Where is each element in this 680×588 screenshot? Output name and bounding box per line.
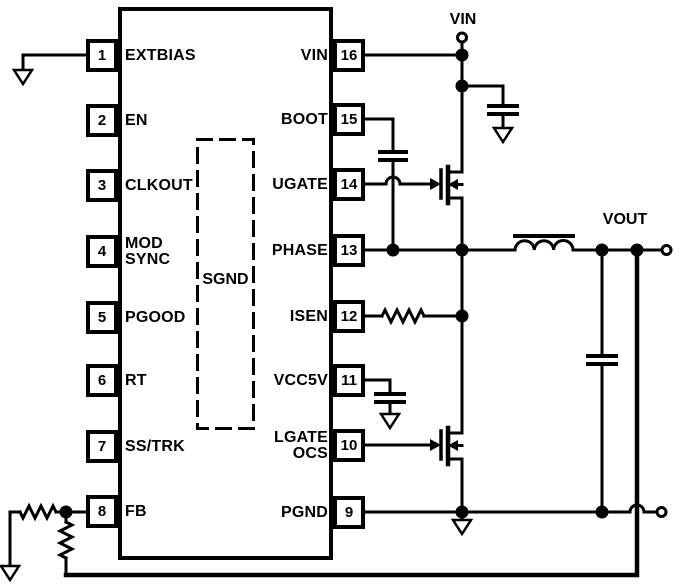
pin-box-12: 12 [333, 300, 365, 333]
ground-icon [491, 126, 515, 145]
isen-resistor-net [363, 306, 464, 326]
pin-box-2: 2 [86, 104, 118, 137]
vout-terminal-circle [660, 244, 673, 256]
pin-label-phase: PHASE [271, 241, 328, 259]
pin-box-1: 1 [86, 39, 118, 72]
pin-label-ss-trk: SS/TRK [125, 437, 185, 455]
junction-dot [455, 48, 469, 62]
high-side-mosfet-icon [439, 164, 464, 252]
extbias-ground-net [11, 53, 88, 87]
pin-box-9: 9 [333, 496, 365, 529]
pin-box-3: 3 [86, 169, 118, 202]
pin-label-pgood: PGOOD [125, 308, 186, 326]
output-capacitor [586, 248, 618, 514]
inductor-icon [513, 239, 575, 252]
phase-vout-net [363, 234, 673, 257]
pin-box-10: 10 [333, 429, 365, 462]
ugate-net [363, 175, 441, 190]
low-side-mosfet-icon [439, 425, 464, 514]
bootstrap-capacitor-net [363, 117, 408, 252]
pin-label-pgnd: PGND [280, 503, 328, 521]
resistor-icon [17, 502, 59, 522]
ic-body [118, 7, 333, 560]
pgnd-terminal-circle [655, 506, 668, 518]
pin-label-fb: FB [125, 502, 147, 520]
ground-icon [378, 412, 402, 431]
gate-arrow-icon [430, 439, 441, 451]
pin-box-15: 15 [333, 103, 365, 136]
sgnd-label: SGND [202, 271, 249, 288]
pin-box-4: 4 [86, 235, 118, 268]
pin-box-6: 6 [86, 364, 118, 397]
lgate-net [363, 439, 441, 451]
pin-label-extbias: EXTBIAS [125, 46, 196, 64]
pin-label-en: EN [125, 111, 148, 129]
pin-box-11: 11 [333, 364, 365, 397]
pin-label-vcc5v: VCC5V [273, 371, 328, 389]
pin-box-16: 16 [333, 39, 365, 72]
vin-net-label: VIN [449, 11, 477, 28]
pin-box-14: 14 [333, 168, 365, 201]
pin-label-clkout: CLKOUT [125, 176, 193, 194]
resistor-icon [56, 519, 76, 561]
vcc5v-capacitor-net [363, 378, 406, 431]
switch-node-down [455, 248, 469, 435]
junction-dot [386, 243, 400, 257]
feedback-net [0, 247, 640, 583]
pin-label-rt: RT [125, 371, 147, 389]
pin-box-8: 8 [86, 495, 118, 528]
wire-hop [384, 175, 402, 186]
pgnd-net [363, 503, 668, 537]
resistor-icon [379, 306, 427, 326]
pin-box-13: 13 [333, 234, 365, 267]
pin-label-boot: BOOT [280, 110, 328, 128]
pin-label-vin: VIN [300, 46, 328, 64]
pin-label-isen: ISEN [289, 307, 328, 325]
gate-arrow-icon [430, 178, 441, 190]
pin-box-5: 5 [86, 301, 118, 334]
pin-label-ugate: UGATE [272, 175, 328, 193]
input-capacitor [460, 84, 519, 145]
ground-icon [11, 68, 35, 87]
vin-net [363, 31, 469, 174]
vout-net-label: VOUT [602, 211, 648, 228]
pin-box-7: 7 [86, 430, 118, 463]
ground-icon [450, 518, 474, 537]
vin-terminal-circle [456, 31, 468, 44]
sgnd-dashed-box [196, 138, 255, 430]
ground-icon [0, 564, 22, 583]
